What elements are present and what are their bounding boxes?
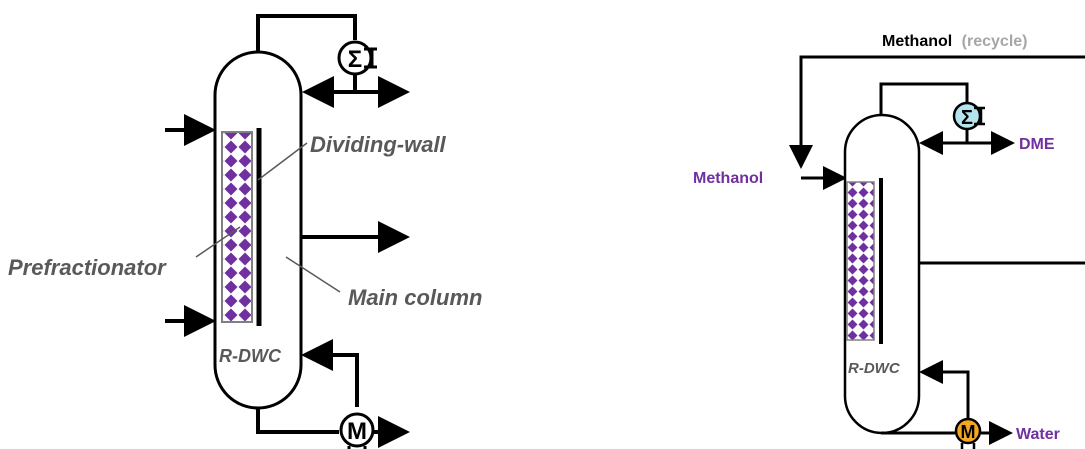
left-diagram: Σ M Dividing-wall Prefr: [8, 14, 482, 449]
right-reboiler-circle: [954, 417, 982, 445]
left-bottoms-line: [256, 408, 339, 434]
right-packing: [846, 181, 875, 341]
right-recycle-main: Methanol: [882, 33, 952, 50]
right-top-product-label: DME: [1019, 136, 1055, 153]
left-condenser-coil: [364, 47, 377, 69]
right-reboiler-symbol: M: [961, 422, 976, 442]
right-condenser: Σ: [952, 101, 985, 131]
right-recycle-line: [789, 55, 1085, 169]
left-vapor-line: [256, 14, 357, 52]
left-main-column-leader: [285, 256, 341, 293]
right-condenser-coil: [974, 106, 985, 126]
right-feed-label: Methanol: [693, 170, 763, 187]
left-prefractionator-label: Prefractionator: [8, 255, 167, 280]
left-condenser: Σ: [337, 40, 377, 76]
right-recycle-label: Methanol (recycle): [882, 33, 1028, 50]
right-recycle-suffix: (recycle): [962, 33, 1028, 50]
right-vapor-line: [879, 82, 969, 115]
left-dividing-wall-leader: [257, 142, 308, 181]
left-dividing-wall-label: Dividing-wall: [310, 132, 447, 157]
left-condenser-symbol: Σ: [348, 46, 362, 73]
right-boilup-return: [919, 360, 970, 418]
left-prefractionator-leader: [195, 226, 241, 258]
right-reboiler: M: [954, 417, 982, 449]
right-reboiler-legs: [960, 443, 976, 449]
left-reboiler-symbol: M: [347, 418, 367, 445]
right-condenser-symbol: Σ: [961, 107, 973, 129]
right-bottom-product-label: Water: [1016, 426, 1060, 443]
left-packing: [221, 131, 253, 323]
left-boilup-return: [301, 339, 359, 407]
left-main-column-label: Main column: [348, 285, 482, 310]
left-reboiler: M: [339, 412, 375, 449]
right-diagram: Methanol (recycle) Methanol Σ DME M: [693, 33, 1085, 449]
left-column-name-label: R-DWC: [219, 346, 282, 366]
right-column-name-label: R-DWC: [848, 360, 901, 377]
